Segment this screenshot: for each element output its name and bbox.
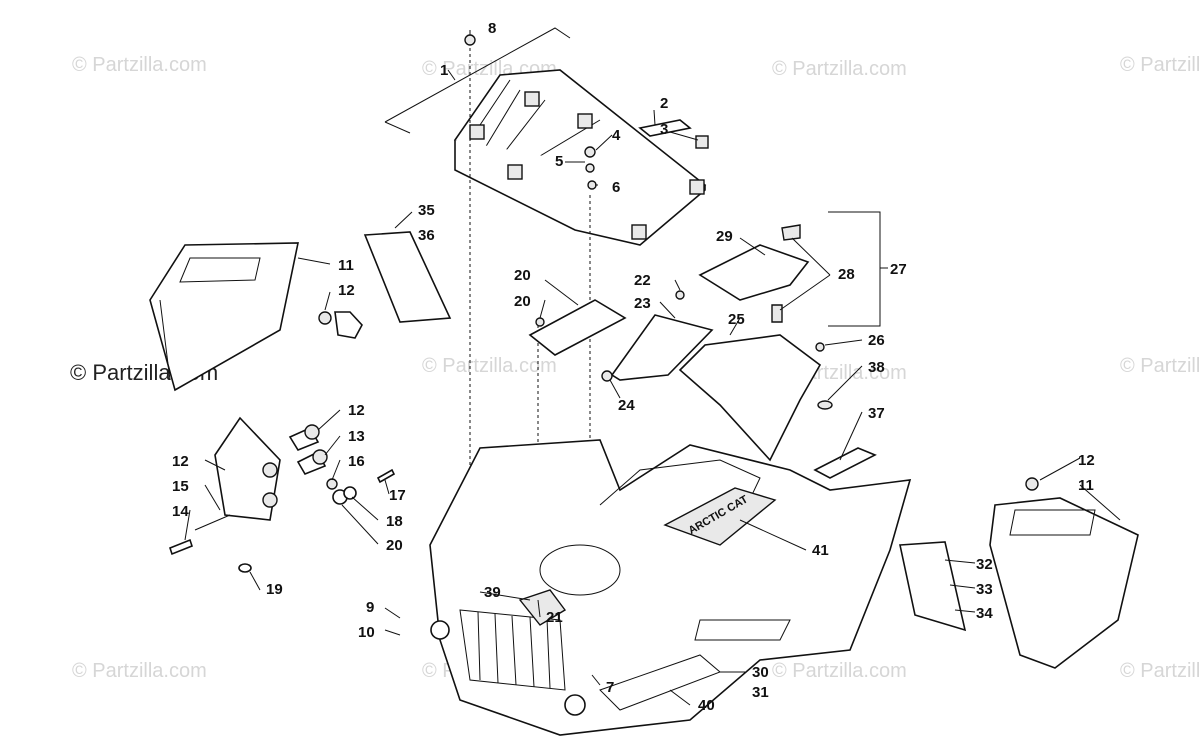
callout-39: 36 <box>418 227 435 244</box>
callout-1: 1 <box>440 62 448 79</box>
callout-12-left: 12 <box>338 282 355 299</box>
grommet-41 <box>817 400 833 410</box>
callout-30: 27 <box>890 261 907 278</box>
screw-23 <box>535 317 545 327</box>
latch-31 <box>781 224 801 241</box>
screw-25 <box>675 290 685 300</box>
decal-38-39 <box>363 231 452 323</box>
watermark: © Partzilla.com <box>1120 660 1200 682</box>
callout-13: 12 <box>172 453 189 470</box>
leader-lines <box>184 30 1121 706</box>
callout-14: 12 <box>348 402 365 419</box>
cover-26 <box>610 314 714 381</box>
decal-40 <box>813 447 877 479</box>
callout-43: 40 <box>698 697 715 714</box>
bracket-line <box>384 121 411 134</box>
callout-24: 21 <box>546 609 563 626</box>
callout-28: 25 <box>728 311 745 328</box>
callout-7: 7 <box>606 679 614 696</box>
callout-19: 17 <box>389 487 406 504</box>
callout-25: 22 <box>634 272 651 289</box>
lid-32 <box>698 244 810 301</box>
bracket-line <box>384 27 571 123</box>
callout-9: 9 <box>366 599 374 616</box>
callout-33: 30 <box>752 664 769 681</box>
left-side-panel <box>149 242 299 392</box>
callout-36: 33 <box>976 581 993 598</box>
callout-2: 2 <box>660 95 668 112</box>
callout-16: 14 <box>172 503 189 520</box>
rear-rack <box>453 69 707 246</box>
storage-box-28 <box>678 334 822 462</box>
callout-4: 4 <box>612 127 621 144</box>
bracket-30 <box>828 211 881 327</box>
hardware-parts <box>464 34 709 190</box>
headlight-hardware <box>169 424 396 573</box>
callout-41: 38 <box>868 359 885 376</box>
callout-23: 20 <box>514 293 531 310</box>
callout-12-right: 12 <box>1078 452 1095 469</box>
watermark: © Partzilla.com <box>1120 355 1200 377</box>
callout-20: 18 <box>386 513 403 530</box>
callout-37: 34 <box>976 605 993 622</box>
headlight-13 <box>214 416 281 521</box>
callout-32: 29 <box>716 228 733 245</box>
clip-29 <box>815 342 825 352</box>
callout-18: 16 <box>348 453 365 470</box>
knob-12-left <box>318 311 363 339</box>
decal-35-37 <box>899 541 967 632</box>
plate-22 <box>528 299 627 356</box>
watermark: © Partzilla.com <box>72 660 207 682</box>
callout-29: 26 <box>868 332 885 349</box>
callout-3: 3 <box>660 121 668 138</box>
callout-10: 10 <box>358 624 375 641</box>
callout-42: 39 <box>484 584 501 601</box>
watermark: © Partzilla.com <box>422 355 557 377</box>
callout-34: 31 <box>752 684 769 701</box>
right-side-panel <box>989 477 1139 669</box>
callout-27: 24 <box>618 397 635 414</box>
clip-27 <box>601 370 613 382</box>
callout-15: 13 <box>348 428 365 445</box>
callout-35: 32 <box>976 556 993 573</box>
callout-40: 37 <box>868 405 885 422</box>
callout-8: 8 <box>488 20 496 37</box>
callout-44: 41 <box>812 542 829 559</box>
callout-11-left: 11 <box>338 257 354 274</box>
callout-11-right: 11 <box>1078 477 1094 494</box>
callout-26: 23 <box>634 295 651 312</box>
callout-6: 6 <box>612 179 620 196</box>
watermark: © Partzilla.com <box>772 58 907 80</box>
callout-21: 20 <box>386 537 403 554</box>
watermark: © Partzilla.com <box>72 54 207 76</box>
callout-17: 15 <box>172 478 189 495</box>
callout-labels: 8 1 2 3 4 5 6 35 36 11 12 20 20 22 23 24… <box>172 20 1095 714</box>
callout-5: 5 <box>555 153 563 170</box>
watermark: © Partzilla.com <box>772 660 907 682</box>
callout-31: 28 <box>838 266 855 283</box>
latch-31b <box>771 304 783 323</box>
watermark: © Partzilla.com <box>1120 54 1200 76</box>
callout-22: 20 <box>514 267 531 284</box>
front-body: ARCTIC CAT <box>429 439 912 736</box>
callout-20b: 19 <box>266 581 283 598</box>
callout-38: 35 <box>418 202 435 219</box>
